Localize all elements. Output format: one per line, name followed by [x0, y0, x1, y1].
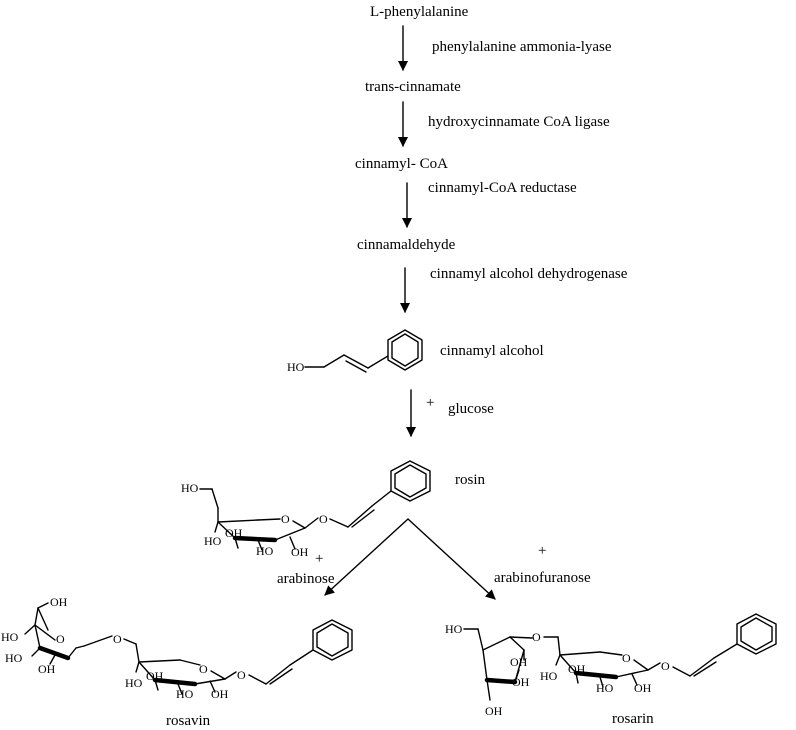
atom-ho: HO — [256, 544, 274, 558]
reagent-arabinofuranose: arabinofuranose — [494, 570, 591, 586]
reagent-arabinose: arabinose — [277, 571, 335, 587]
atom-o: O — [56, 632, 65, 646]
enzyme-phenylalanine-ammonia-lyase: phenylalanine ammonia-lyase — [432, 39, 612, 55]
plus-arabinose: + — [315, 551, 323, 567]
atom-ho: HO — [287, 360, 305, 374]
atom-o: O — [661, 659, 670, 673]
compound-rosavin: rosavin — [166, 713, 211, 729]
compound-rosin: rosin — [455, 472, 486, 488]
atom-oh: OH — [291, 545, 309, 559]
plus-glucose: + — [426, 395, 434, 411]
atom-oh: OH — [510, 655, 528, 669]
atom-o: O — [281, 512, 290, 526]
atom-oh: OH — [50, 595, 68, 609]
branch-arrow-rosavin — [324, 518, 409, 596]
atom-ho: HO — [596, 681, 614, 695]
rosin-structure: HO O O HO OH HO OH — [181, 460, 431, 559]
atom-oh: OH — [38, 662, 56, 676]
enzyme-cinnamyl-coa-reductase: cinnamyl-CoA reductase — [428, 180, 577, 196]
branch-arrow-rosarin — [407, 518, 496, 600]
rosavin-structure: OH O HO HO OH O O O HO O — [1, 595, 353, 701]
plus-arabinofuranose: + — [538, 543, 546, 559]
atom-oh: OH — [485, 704, 503, 718]
enzyme-cinnamyl-alcohol-dehydrogenase: cinnamyl alcohol dehydrogenase — [430, 266, 628, 282]
atom-ho: HO — [445, 622, 463, 636]
atom-ho: HO — [125, 676, 143, 690]
atom-o: O — [199, 662, 208, 676]
atom-ho: HO — [1, 630, 19, 644]
reagent-glucose: glucose — [448, 401, 494, 417]
atom-ho: HO — [176, 687, 194, 701]
atom-ho: HO — [204, 534, 222, 548]
atom-ho: HO — [540, 669, 558, 683]
rosarin-structure: HO O OH OH OH O O HO OH — [445, 613, 777, 718]
atom-oh: OH — [146, 669, 164, 683]
atom-oh: OH — [225, 526, 243, 540]
atom-oh: OH — [634, 681, 652, 695]
atom-oh: OH — [512, 675, 530, 689]
compound-l-phenylalanine: L-phenylalanine — [370, 4, 469, 20]
atom-o: O — [113, 632, 122, 646]
atom-o: O — [622, 651, 631, 665]
atom-ho: HO — [181, 481, 199, 495]
atom-oh: OH — [568, 662, 586, 676]
atom-o: O — [237, 668, 246, 682]
compound-rosarin: rosarin — [612, 711, 654, 727]
atom-o: O — [319, 512, 328, 526]
cinnamyl-alcohol-structure: HO — [287, 329, 423, 374]
atom-ho: HO — [5, 651, 23, 665]
compound-cinnamaldehyde: cinnamaldehyde — [357, 237, 456, 253]
atom-oh: OH — [211, 687, 229, 701]
compound-trans-cinnamate: trans-cinnamate — [365, 79, 461, 95]
atom-o: O — [532, 630, 541, 644]
compound-cinnamyl-alcohol: cinnamyl alcohol — [440, 343, 544, 359]
compound-cinnamyl-coa: cinnamyl- CoA — [355, 156, 448, 172]
enzyme-hydroxycinnamate-coa-ligase: hydroxycinnamate CoA ligase — [428, 114, 610, 130]
